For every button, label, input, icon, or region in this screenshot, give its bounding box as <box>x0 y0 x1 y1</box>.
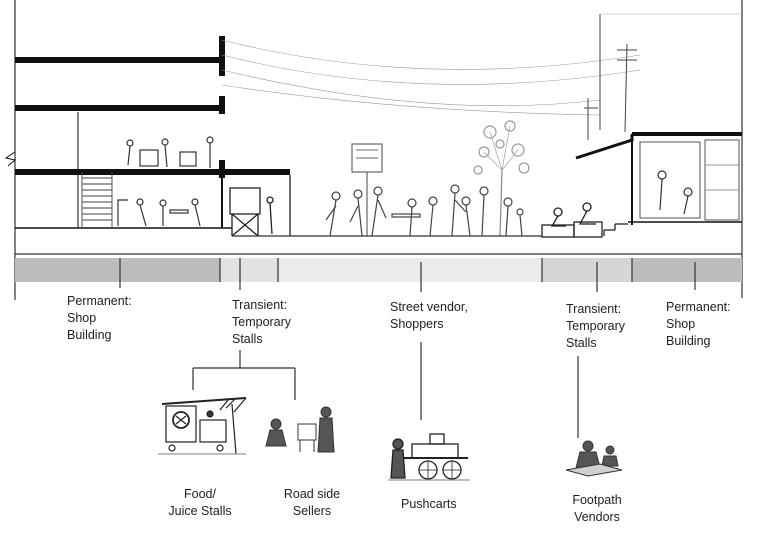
zone-label-street: Street vendor, Shoppers <box>390 299 468 333</box>
left-shop-building <box>4 36 290 229</box>
vendor-label-footpath: Footpath Vendors <box>557 492 637 526</box>
zone-label-line: Temporary <box>232 315 292 329</box>
zone-label-permanent-left: Permanent: Shop Building <box>67 293 132 344</box>
band-transient-left <box>220 258 278 282</box>
overhead-wires <box>221 39 641 116</box>
vendor-label-line: Pushcarts <box>401 497 457 511</box>
right-footpath-vendors <box>541 202 628 238</box>
ground-line <box>15 235 742 255</box>
food-juice-stall-illustration <box>158 397 247 455</box>
vendor-label-line: Juice Stalls <box>168 504 232 518</box>
band-permanent-right <box>632 258 742 282</box>
road-side-sellers-illustration <box>265 406 335 453</box>
connector-lines <box>192 342 579 438</box>
pushcart-illustration <box>388 433 470 481</box>
zone-label-line: Building <box>666 334 711 348</box>
vendor-label-pushcarts: Pushcarts <box>401 496 457 513</box>
vendor-label-line: Footpath <box>572 493 622 507</box>
street-crowd-sketch <box>325 120 530 237</box>
band-transient-right <box>542 258 632 282</box>
zone-label-line: Stalls <box>232 332 263 346</box>
vendor-label-line: Vendors <box>574 510 620 524</box>
zone-label-line: Street vendor, <box>390 300 468 314</box>
vendor-label-line: Road side <box>283 487 341 501</box>
zone-label-line: Shoppers <box>390 317 444 331</box>
zone-label-line: Permanent: <box>666 300 731 314</box>
zone-label-line: Transient: <box>232 298 288 312</box>
electric-pole <box>584 14 637 140</box>
zone-label-line: Shop <box>67 311 97 325</box>
left-temporary-stall <box>229 175 291 237</box>
zone-label-line: Building <box>67 328 112 342</box>
vendor-label-road-side: Road side Sellers <box>272 486 352 520</box>
zone-label-line: Permanent: <box>67 294 132 308</box>
zone-label-line: Shop <box>666 317 696 331</box>
zone-label-transient-left: Transient: Temporary Stalls <box>232 297 291 348</box>
zone-label-line: Transient: <box>566 302 622 316</box>
right-shop-building <box>575 13 742 225</box>
vendor-label-food-juice: Food/ Juice Stalls <box>160 486 240 520</box>
zoning-band <box>15 258 742 292</box>
vendor-label-line: Sellers <box>292 504 332 518</box>
zone-label-permanent-right: Permanent: Shop Building <box>666 299 731 350</box>
band-street <box>278 258 542 282</box>
footpath-vendors-illustration <box>565 440 623 477</box>
zone-label-line: Temporary <box>566 319 626 333</box>
zone-label-line: Stalls <box>566 336 597 350</box>
zone-label-transient-right: Transient: Temporary Stalls <box>566 301 625 352</box>
band-permanent-left <box>15 258 220 282</box>
vendor-label-line: Food/ <box>184 487 216 501</box>
